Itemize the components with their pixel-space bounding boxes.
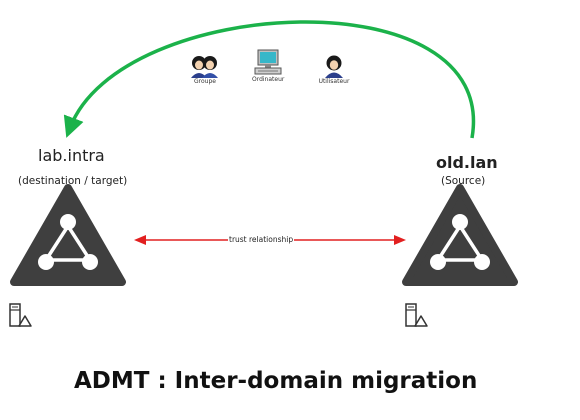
target-domain-name: lab.intra [38, 146, 105, 165]
computer-icon [254, 49, 282, 75]
computer-label: Ordinateur [252, 76, 285, 83]
target-domain-icon [10, 184, 126, 286]
source-domain-role: (Source) [441, 175, 486, 187]
group-icon [191, 56, 218, 78]
user-icon [325, 55, 343, 78]
user-label: Utilisateur [318, 78, 350, 85]
trust-label: trust relationship [228, 235, 295, 244]
migration-object-group: Groupe [188, 54, 222, 85]
source-server-icon [405, 303, 428, 327]
target-domain-role: (destination / target) [18, 175, 128, 187]
source-domain-name: old.lan [436, 153, 498, 172]
target-server-icon [9, 303, 32, 327]
migration-object-computer: Ordinateur [252, 48, 284, 83]
migration-object-user: Utilisateur [318, 54, 350, 85]
source-domain-icon [402, 184, 518, 286]
page-title: ADMT : Inter-domain migration [74, 368, 478, 394]
group-label: Groupe [194, 78, 216, 85]
